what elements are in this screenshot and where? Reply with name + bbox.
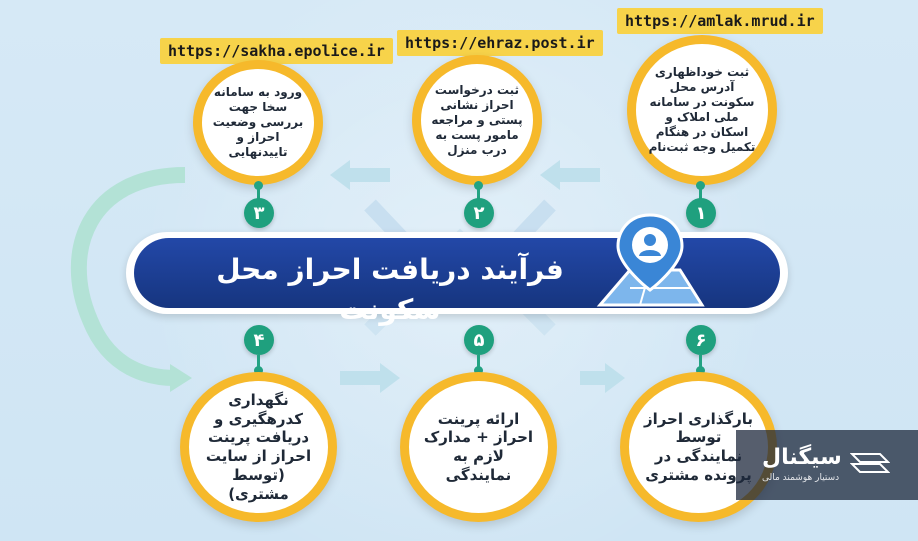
connector-dot	[254, 366, 263, 375]
url-label-step-2: https://ehraz.post.ir	[397, 30, 603, 56]
step-2-circle: ثبت درخواست احراز نشانی پستی و مراجعه ما…	[412, 55, 542, 185]
url-label-step-3: https://sakha.epolice.ir	[160, 38, 393, 64]
step-5-number: ۵	[464, 325, 494, 355]
url-label-step-1: https://amlak.mrud.ir	[617, 8, 823, 34]
step-1-circle: ثبت خوداظهاری آدرس محل سکونت در سامانه م…	[627, 35, 777, 185]
connector-dot	[474, 181, 483, 190]
step-1-number: ۱	[686, 198, 716, 228]
connector-line	[699, 186, 702, 200]
connector-line	[257, 186, 260, 200]
connector-line	[699, 355, 702, 369]
connector-line	[257, 355, 260, 369]
step-2-text: ثبت درخواست احراز نشانی پستی و مراجعه ما…	[431, 82, 523, 157]
step-4-number: ۴	[244, 325, 274, 355]
brand-box	[736, 430, 918, 500]
step-5-text: ارائه پرینت احراز + مدارک لازم به نمایند…	[423, 409, 534, 484]
connector-dot	[696, 181, 705, 190]
step-3-number: ۳	[244, 198, 274, 228]
step-3-text: ورود به سامانه سخا جهت بررسی وضعیت احراز…	[212, 85, 304, 159]
brand-logo-icon	[850, 453, 890, 473]
brand-name: سیگنال	[762, 445, 842, 470]
step-3-circle: ورود به سامانه سخا جهت بررسی وضعیت احراز…	[193, 60, 323, 185]
connector-dot	[254, 181, 263, 190]
page-title: فرآیند دریافت احراز محل سکونت	[216, 253, 564, 326]
connector-dot	[696, 366, 705, 375]
step-4-text: نگهداری کدرهگیری و دریافت پرینت احراز از…	[205, 390, 312, 503]
connector-dot	[474, 366, 483, 375]
step-5-circle: ارائه پرینت احراز + مدارک لازم به نمایند…	[400, 372, 557, 522]
step-1-text: ثبت خوداظهاری آدرس محل سکونت در سامانه م…	[648, 65, 756, 154]
step-2-number: ۲	[464, 198, 494, 228]
connector-line	[477, 355, 480, 369]
step-4-circle: نگهداری کدرهگیری و دریافت پرینت احراز از…	[180, 372, 337, 522]
step-6-text: بارگذاری احراز توسط نمایندگی در پرونده م…	[643, 409, 754, 484]
connector-line	[477, 186, 480, 200]
brand-tagline: دستیار هوشمند مالی	[762, 473, 840, 483]
location-pin-icon	[596, 213, 705, 307]
step-6-number: ۶	[686, 325, 716, 355]
